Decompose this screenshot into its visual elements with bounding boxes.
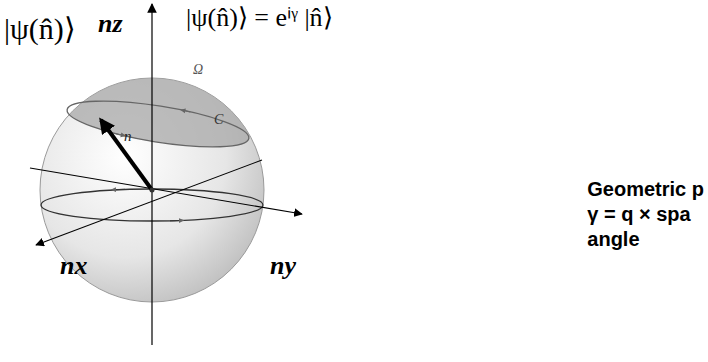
equation: |ψ(n̂)⟩ = eⁱᵞ |n̂⟩ bbox=[186, 4, 333, 33]
axis-label: ny bbox=[270, 252, 296, 281]
x-axis bbox=[36, 160, 262, 245]
axis-label: nz bbox=[98, 10, 123, 39]
vector-label: n bbox=[124, 128, 132, 145]
y-axis bbox=[30, 168, 302, 214]
origin-dot bbox=[150, 188, 155, 193]
solid-angle-cap bbox=[0, 0, 416, 176]
loop-c bbox=[64, 92, 251, 156]
axis-label: nx bbox=[60, 252, 87, 281]
loop-label: C bbox=[214, 112, 223, 127]
note-text: angle bbox=[587, 228, 639, 250]
solid-angle-symbol: Ω bbox=[193, 62, 203, 77]
state-label: |ψ(n̂)⟩ bbox=[4, 12, 76, 45]
note-text: γ = q × spa bbox=[587, 203, 690, 225]
note-text: Geometric p bbox=[587, 178, 704, 200]
z-axis bbox=[151, 4, 152, 345]
state-vector bbox=[101, 120, 152, 190]
